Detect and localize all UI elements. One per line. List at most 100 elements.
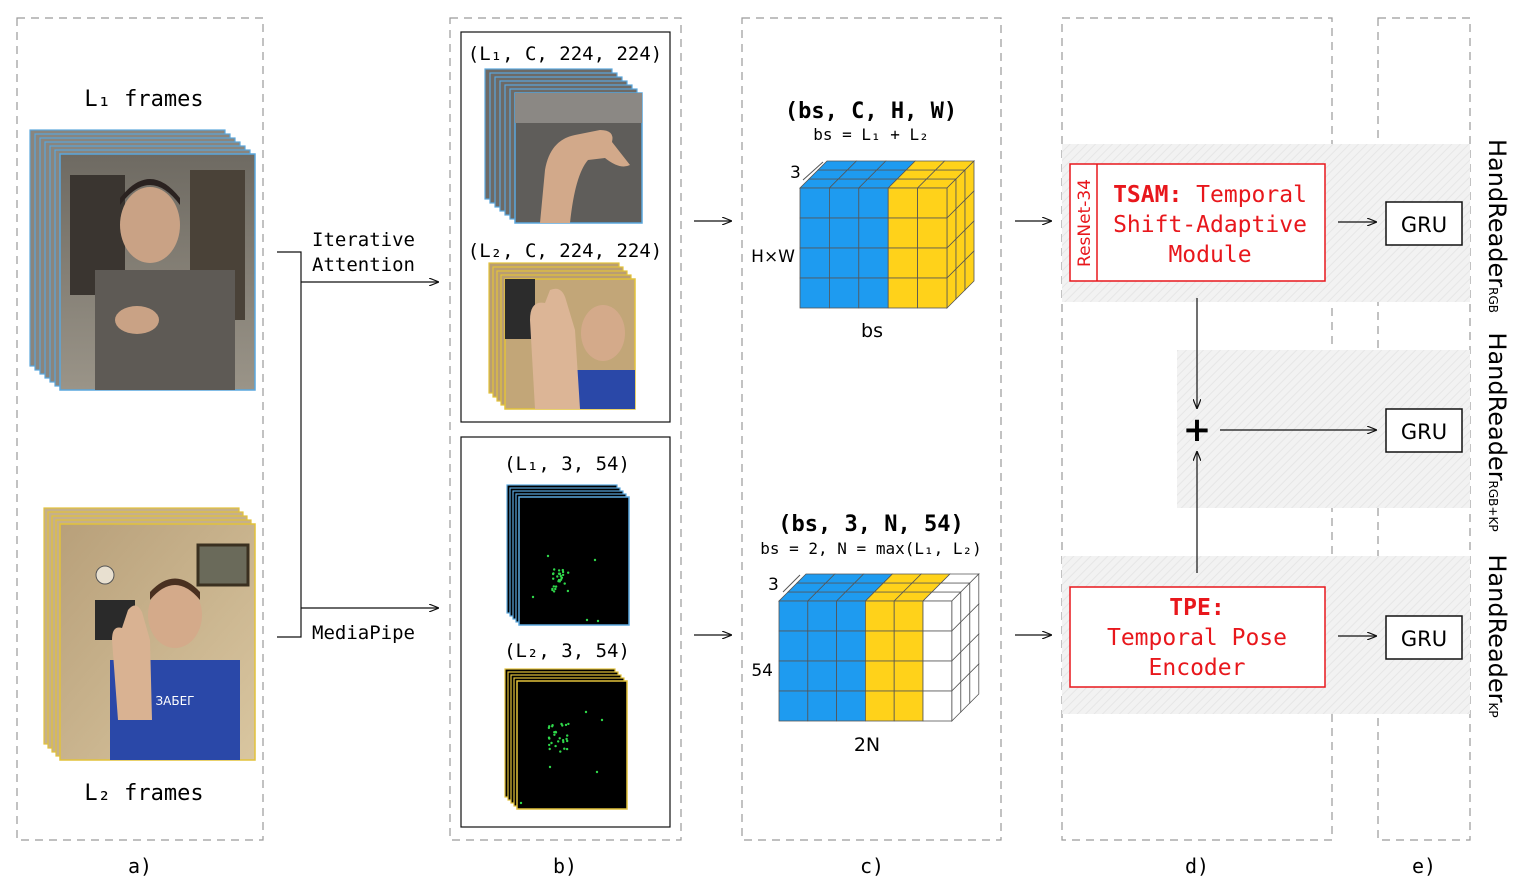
tensor-front-cell	[778, 690, 809, 722]
model-name-fusion-sub: RGB+KP	[1486, 481, 1500, 532]
tpe-line-3: Encoder	[1149, 655, 1246, 681]
kp-tensor-formula: bs = 2, N = max(L₁, L₂)	[760, 539, 982, 558]
rgb-l2-shape: (L₂, C, 224, 224)	[468, 240, 662, 262]
tensor-front-cell	[829, 247, 860, 279]
rgb-tensor-formula: bs = L₁ + L₂	[813, 125, 929, 144]
keypoint-dot	[564, 723, 568, 727]
kp-l2-stack	[504, 668, 628, 810]
tsam-line-3: Module	[1168, 242, 1251, 268]
tensor-front-cell	[917, 187, 948, 219]
keypoint-dot	[554, 587, 557, 591]
tensor-front-cell	[893, 630, 924, 662]
keypoint-dot	[559, 578, 563, 581]
tensor-front-cell	[922, 630, 953, 662]
tensor-front-cell	[836, 660, 866, 692]
shirt-logo: ЗАБЕГ	[155, 694, 194, 708]
tensor-front-cell	[778, 630, 809, 662]
caption-a: a)	[128, 854, 152, 878]
tensor-front-cell	[893, 690, 924, 722]
keypoint-dot	[567, 722, 570, 726]
iterative-attention-label-2: Attention	[312, 254, 415, 276]
keypoint-dot	[565, 747, 569, 751]
tensor-front-cell	[807, 690, 837, 722]
tensor-front-cell	[807, 630, 837, 662]
keypoint-dot	[548, 737, 551, 740]
rgb-tensor-cube	[799, 160, 975, 309]
tensor-front-cell	[858, 277, 889, 309]
tensor-front-cell	[917, 247, 948, 279]
keypoint-dot	[551, 588, 554, 592]
tensor-front-cell	[922, 690, 953, 722]
tensor-front-cell	[829, 277, 860, 309]
l1-front-frame	[59, 153, 256, 391]
tensor-front-cell	[865, 660, 895, 692]
keypoint-dot	[563, 747, 566, 750]
keypoint-dot	[548, 747, 551, 751]
caption-b: b)	[553, 854, 577, 878]
gru-kp-label: GRU	[1401, 627, 1447, 651]
keypoints-box	[460, 436, 671, 828]
keypoint-dot	[548, 743, 551, 747]
tensor-front-cell	[858, 217, 889, 249]
keypoint-dot	[561, 568, 564, 572]
tpe-block: TPE: Temporal Pose Encoder	[1069, 586, 1326, 688]
tensor-front-cell	[865, 690, 895, 722]
keypoint-dot	[567, 571, 570, 574]
kp-tensor-shape: (bs, 3, N, 54)	[778, 512, 963, 537]
l2-front-frame: ЗАБЕГ	[59, 523, 256, 761]
kp-tensor-width: 2N	[854, 734, 880, 756]
keypoint-dot	[554, 744, 557, 748]
model-name-rgb: HandReaderRGB	[1483, 139, 1511, 313]
tsam-line-1: TSAM: Temporal	[1113, 182, 1307, 208]
keypoint-dot	[553, 733, 556, 736]
keypoint-dot	[566, 739, 569, 743]
keypoint-dot	[531, 595, 535, 599]
tensor-front-cell	[799, 217, 830, 249]
model-name-kp-sub: KP	[1486, 703, 1500, 718]
tensor-front-cell	[887, 187, 919, 219]
tensor-front-cell	[829, 217, 860, 249]
keypoint-dot	[550, 741, 553, 745]
rgb-l2-front-crop	[504, 278, 636, 410]
keypoint-dot	[566, 734, 569, 737]
keypoint-dot	[557, 569, 561, 572]
panel-c-frame	[741, 17, 1002, 841]
tpe-line-1: TPE:	[1169, 595, 1224, 621]
tsam-block: ResNet-34 TSAM: Temporal Shift-Adaptive …	[1069, 163, 1326, 282]
keypoint-dot	[585, 618, 589, 622]
l1-frame-stack	[29, 129, 256, 391]
tensor-front-cell	[836, 600, 866, 632]
rgb-crops-box	[460, 31, 671, 423]
keypoint-dot	[562, 740, 565, 744]
model-name-fusion-base: HandReader	[1483, 332, 1511, 480]
rgb-depth-tick	[802, 161, 824, 181]
tpe-line-2: Temporal Pose	[1107, 625, 1287, 651]
keypoint-dot	[557, 580, 560, 583]
tensor-front-cell	[799, 187, 830, 219]
model-name-fusion: HandReaderRGB+KP	[1483, 332, 1511, 531]
kp-tensor-height: 54	[751, 661, 773, 681]
caption-c: c)	[860, 854, 884, 878]
tensor-front-cell	[893, 660, 924, 692]
tensor-front-cell	[807, 660, 837, 692]
gru-fusion-label: GRU	[1401, 420, 1447, 444]
tsam-line-2: Shift-Adaptive	[1113, 212, 1307, 238]
panel-frames	[16, 17, 1471, 841]
keypoint-dot	[553, 568, 556, 571]
gru-rgb-label: GRU	[1401, 213, 1447, 237]
tensor-front-cell	[829, 187, 860, 219]
kp-l2-shape: (L₂, 3, 54)	[504, 640, 630, 662]
tensor-side-cell	[964, 250, 975, 291]
keypoint-dot	[554, 730, 557, 734]
l2-frame-stack: ЗАБЕГ	[43, 507, 256, 761]
keypoint-dot	[552, 585, 555, 588]
model-name-rgb-base: HandReader	[1483, 139, 1511, 287]
rgb-l1-front-crop	[514, 92, 643, 224]
keypoint-dot	[548, 725, 551, 728]
mediapipe-label: MediaPipe	[312, 622, 415, 644]
tensor-front-cell	[887, 247, 919, 279]
rgb-l2-crop-stack	[488, 262, 636, 410]
panel-a-frame	[16, 17, 264, 841]
resnet-label: ResNet-34	[1075, 179, 1095, 267]
